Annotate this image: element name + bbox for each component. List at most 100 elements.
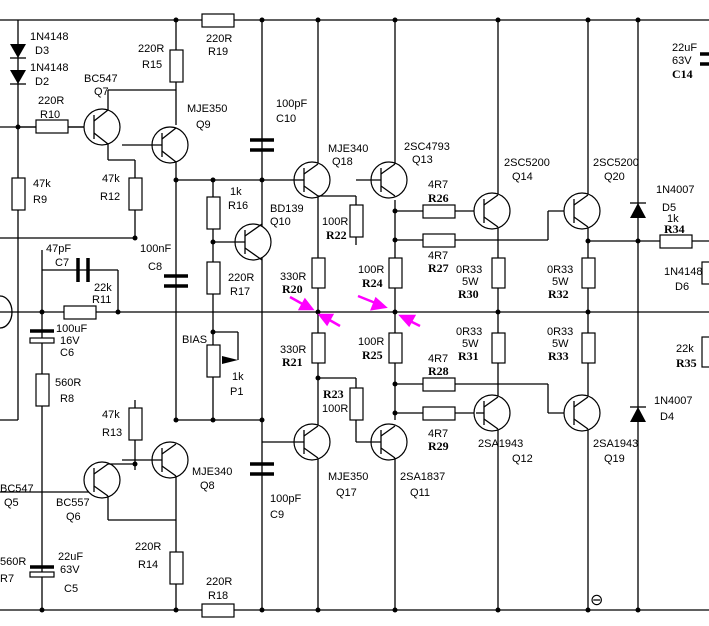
r19-value: 220R (206, 33, 232, 45)
diode-d4 (630, 407, 646, 422)
r12-ref: R12 (100, 191, 120, 203)
q6-value: BC557 (56, 497, 90, 509)
zoom-out-icon[interactable]: ⊖ (590, 592, 603, 609)
wire (161, 150, 177, 163)
r28-ref: R28 (428, 364, 449, 378)
resistor-r29 (422, 406, 456, 421)
diode-d2 (10, 70, 26, 84)
c10-ref: C10 (276, 113, 296, 125)
r18-value: 220R (206, 576, 232, 588)
r24-ref: R24 (362, 276, 383, 290)
r21-ref: R21 (282, 355, 303, 369)
r26-value: 4R7 (428, 179, 448, 191)
q11-value: 2SA1837 (400, 471, 445, 483)
junction-dot (635, 607, 641, 613)
resistor-r13 (128, 407, 143, 441)
r7-value: 560R (0, 556, 26, 568)
junction-dot (635, 238, 641, 244)
wire (303, 425, 319, 437)
wire (573, 396, 589, 408)
r18-ref: R18 (208, 590, 228, 602)
r34-value: 1k (667, 213, 679, 225)
c8-value: 100nF (140, 243, 171, 255)
resistor-r25 (388, 332, 403, 364)
d4-value: 1N4007 (654, 395, 693, 407)
wire (93, 485, 109, 497)
r14-ref: R14 (138, 559, 158, 571)
wire (483, 418, 499, 430)
r21-value: 330R (280, 344, 306, 356)
resistor-r22 (349, 204, 364, 238)
r25-value: 100R (358, 336, 384, 348)
potentiometer-p1 (206, 344, 221, 378)
diode-d5 (630, 203, 646, 218)
resistor-r15 (169, 49, 184, 83)
q19-value: 2SA1943 (593, 438, 638, 450)
r35-ref: R35 (676, 356, 697, 370)
wiper-arrow (222, 356, 238, 364)
resistor-r21 (311, 332, 326, 364)
d6-ref: D6 (675, 281, 689, 293)
r8-value: 560R (55, 377, 81, 389)
resistor-r28 (422, 377, 456, 392)
r8-ref: R8 (60, 393, 74, 405)
wire (380, 163, 396, 175)
transistor-q20 (563, 192, 601, 230)
junction-dot (495, 309, 501, 315)
transistor-q19 (563, 394, 601, 432)
resistor-r24 (388, 257, 403, 289)
annotation-arrow (398, 314, 421, 328)
resistor-r19 (201, 13, 235, 28)
wire (161, 443, 177, 455)
junction-dot (259, 417, 265, 423)
r32-value: 0R33 (547, 264, 573, 276)
wire (573, 194, 589, 206)
c14-value2: 63V (672, 55, 692, 67)
r23-value: 100R (322, 403, 348, 415)
diode-d3 (10, 44, 26, 58)
r30-value2: 5W (462, 276, 479, 288)
wire (93, 463, 109, 475)
junction-dot (392, 208, 398, 214)
r25-ref: R25 (362, 348, 383, 362)
c14-ref: C14 (672, 67, 693, 81)
bias-label: BIAS (182, 334, 207, 346)
r33-value: 0R33 (547, 326, 573, 338)
r16-value: 1k (230, 186, 242, 198)
junction-dot (210, 239, 216, 245)
wire (303, 163, 319, 175)
d4-ref: D4 (660, 411, 674, 423)
d3-ref: D3 (35, 45, 49, 57)
wire (303, 185, 319, 197)
d5-value: 1N4007 (656, 184, 695, 196)
junction-dot (392, 607, 398, 613)
wire (380, 447, 396, 459)
c6-ref: C6 (60, 347, 74, 359)
r32-ref: R32 (548, 287, 569, 301)
resistor-r12 (128, 177, 143, 211)
p1-value: 1k (232, 371, 244, 383)
junction-dot (210, 177, 216, 183)
junction-dot (315, 17, 321, 23)
resistor-r10 (35, 119, 69, 134)
r27-value: 4R7 (428, 250, 448, 262)
junction-dot (635, 17, 641, 23)
r34-ref: R34 (664, 222, 685, 236)
junction-dot (259, 177, 265, 183)
q9-ref: Q9 (196, 119, 211, 131)
transistor-q7 (83, 108, 121, 146)
annotation-arrow (357, 294, 388, 311)
q18-value: MJE340 (328, 143, 368, 155)
junction-dot (392, 309, 398, 315)
r20-value: 330R (280, 271, 306, 283)
wire (483, 216, 499, 228)
annotation-arrow (317, 313, 341, 328)
resistor-r14 (169, 551, 184, 585)
c9-value: 100pF (270, 493, 301, 505)
r31-ref: R31 (458, 349, 479, 363)
r9-ref: R9 (33, 194, 47, 206)
r30-ref: R30 (458, 287, 479, 301)
c5-value: 22uF (58, 551, 83, 563)
d6-value: 1N4148 (664, 266, 703, 278)
